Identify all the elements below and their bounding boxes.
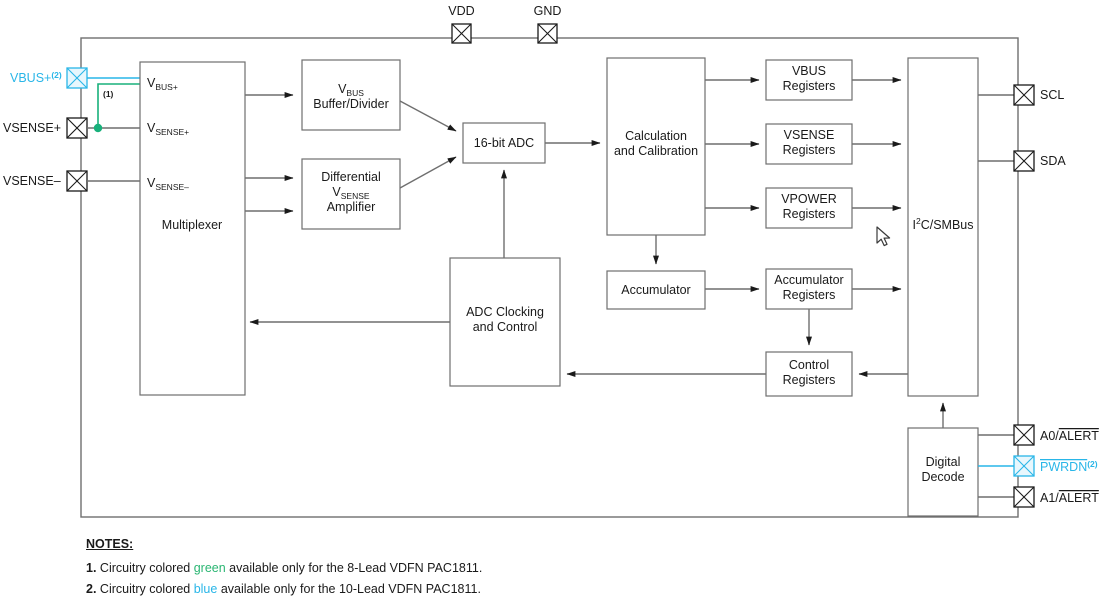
note-2-post: available only for the 10-Lead VDFN PAC1… [217,582,481,596]
note-marker-1: (1) [103,89,114,99]
block-accumulator-registers[interactable] [765,268,853,310]
pin-a0-alert-label: A0/ALERT [1040,429,1099,443]
block-vbus-registers-line1: VBUS [792,64,826,78]
block-multiplexer-label: Multiplexer [162,218,222,232]
pin-vdd-label: VDD [448,4,474,18]
mux-port-vsense-plus: VSENSE+ [147,121,189,137]
block-vpower-registers-line1: VPOWER [781,192,837,206]
wire-green-branch [97,83,140,128]
note-1-color-word: green [193,561,226,575]
pin-sda-label: SDA [1040,154,1066,168]
wire-vbus-buffer-to-adc [399,100,457,132]
block-digital-decode-line2: Decode [921,470,964,484]
pin-scl[interactable]: SCL [1013,84,1064,106]
block-clocking-line2: and Control [473,320,538,334]
pin-a1-alert[interactable]: A1/ALERT [1013,486,1099,508]
pin-vsense-minus-label: VSENSE– [3,174,61,188]
pin-gnd-label: GND [534,4,562,18]
block-accumulator-registers-line1: Accumulator [774,273,843,287]
pin-vbus-plus[interactable]: VBUS+(2) [10,67,88,89]
block-diffamp-line3: Amplifier [327,200,376,214]
notes-heading: NOTES: [86,537,134,551]
note-1-post: available only for the 8-Lead VDFN PAC18… [225,561,483,575]
note-1-number: 1. [86,561,97,575]
block-clocking-line1: ADC Clocking [466,305,544,319]
note-2-color-word: blue [193,582,218,596]
block-vbus-registers-line2: Registers [783,79,836,93]
block-vbus-buffer-line2: Buffer/Divider [313,97,389,111]
pin-vdd[interactable]: VDD [448,4,475,44]
block-vbus-buffer-divider[interactable] [301,59,401,131]
block-calc-line2: and Calibration [614,144,698,158]
block-multiplexer[interactable] [139,61,246,396]
block-accumulator[interactable] [606,270,706,310]
block-i2c-smbus-label: I2C/SMBus [912,216,973,232]
block-accumulator-registers-line2: Registers [783,288,836,302]
block-vbus-registers[interactable] [765,59,853,101]
block-differential-vsense-amplifier[interactable] [301,158,401,230]
block-vsense-registers-line1: VSENSE [784,128,835,142]
block-digital-decode-line1: Digital [926,455,961,469]
pin-pwrdn[interactable]: PWRDN(2) [1013,455,1098,477]
block-adc[interactable] [462,122,546,164]
block-calc-line1: Calculation [625,129,687,143]
note-item-2: 2. Circuitry colored blue available only… [86,579,1066,599]
pin-vbus-plus-label: VBUS+(2) [10,70,62,85]
block-digital-decode[interactable] [907,427,979,517]
pin-a0-alert[interactable]: A0/ALERT [1013,424,1099,446]
mux-port-vsense-minus: VSENSE– [147,176,189,192]
pin-vsense-plus[interactable]: VSENSE+ [3,117,88,139]
pin-pwrdn-label: PWRDN(2) [1040,459,1098,474]
block-calculation-and-calibration[interactable] [606,57,706,236]
pin-scl-label: SCL [1040,88,1064,102]
notes-section: NOTES: 1. Circuitry colored green availa… [86,534,1066,600]
pin-gnd[interactable]: GND [534,4,562,44]
block-accumulator-label: Accumulator [621,283,690,297]
wire-diffamp-to-adc [399,156,457,189]
block-vpower-registers-line2: Registers [783,207,836,221]
block-vbus-buffer-line1: VBUS [338,82,364,98]
block-adc-label: 16-bit ADC [474,136,534,150]
note-item-1: 1. Circuitry colored green available onl… [86,558,1066,578]
note-1-pre: Circuitry colored [99,561,194,575]
block-control-registers-line1: Control [789,358,829,372]
block-diffamp-line2: VSENSE [332,185,369,201]
junction-dot-green [93,123,103,133]
block-vsense-registers[interactable] [765,123,853,165]
block-control-registers-line2: Registers [783,373,836,387]
pin-sda[interactable]: SDA [1013,150,1066,172]
pin-vsense-plus-label: VSENSE+ [3,121,61,135]
block-diffamp-line1: Differential [321,170,381,184]
block-adc-clocking-and-control[interactable] [449,257,561,387]
pin-a1-alert-label: A1/ALERT [1040,491,1099,505]
mux-port-vbus-plus: VBUS+ [147,76,178,92]
note-2-number: 2. [86,582,97,596]
note-2-pre: Circuitry colored [99,582,194,596]
pin-vsense-minus[interactable]: VSENSE– [3,170,88,192]
block-vpower-registers[interactable] [765,187,853,229]
block-i2c-smbus[interactable] [907,57,979,397]
block-vsense-registers-line2: Registers [783,143,836,157]
